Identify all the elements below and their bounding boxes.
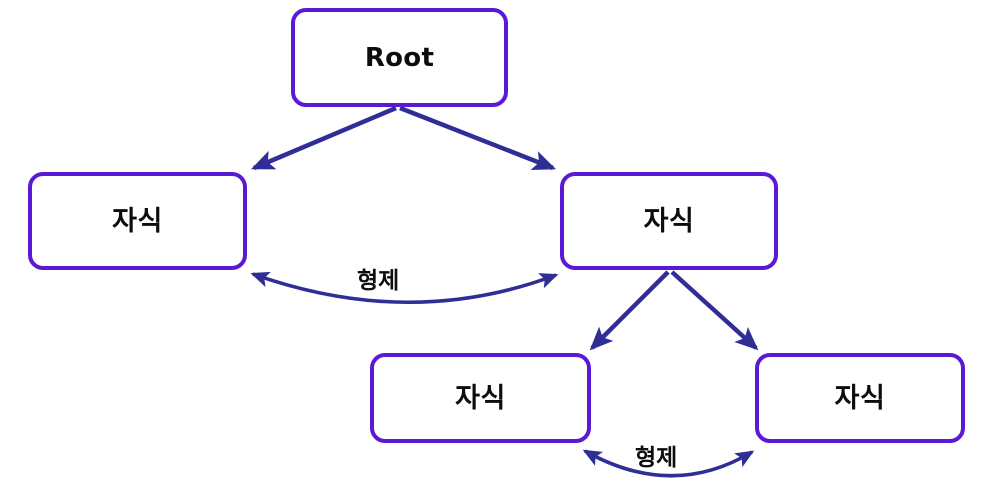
node-child-right[interactable]: 자식	[560, 172, 778, 270]
node-root-label: Root	[364, 42, 435, 73]
node-grandchild-left[interactable]: 자식	[370, 353, 591, 443]
edge-root-to-child-right	[399, 105, 557, 171]
node-child-left[interactable]: 자식	[28, 172, 247, 270]
node-grandchild-right[interactable]: 자식	[755, 353, 965, 443]
node-grandchild-right-label: 자식	[834, 382, 886, 414]
edge-label-sibling-upper: 형제	[357, 268, 400, 294]
node-child-left-label: 자식	[112, 205, 163, 237]
node-child-right-label: 자식	[643, 205, 695, 237]
edge-root-to-child-left	[250, 105, 397, 171]
node-grandchild-left-label: 자식	[455, 382, 506, 414]
edge-child-right-to-grandchild-left	[589, 270, 670, 351]
edge-label-sibling-lower: 형제	[635, 445, 678, 471]
node-root[interactable]: Root	[291, 8, 508, 107]
edge-child-right-to-grandchild-right	[670, 270, 759, 351]
edge-sibling-upper	[250, 271, 559, 305]
